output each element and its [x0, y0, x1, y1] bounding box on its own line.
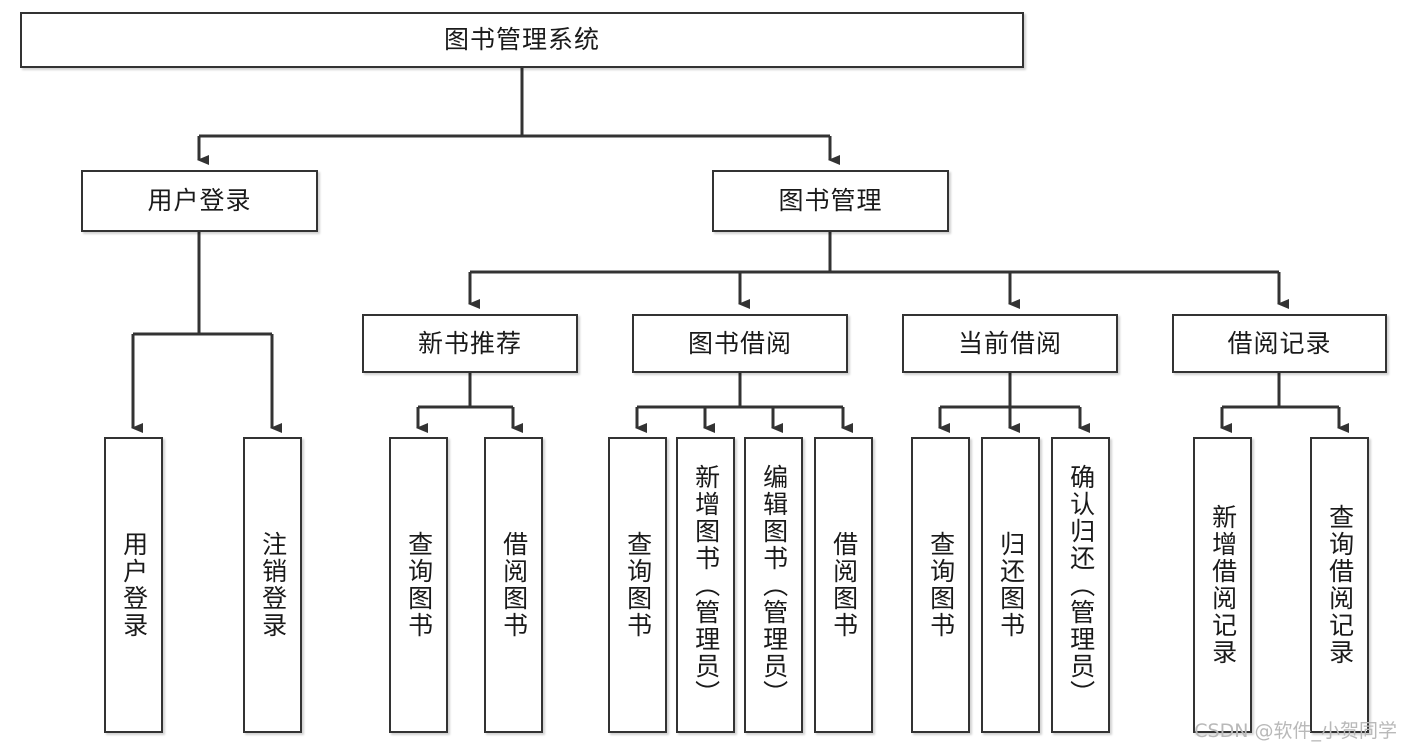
- node-new-book-rec[interactable]: 新书推荐: [362, 314, 578, 373]
- node-leaf-query-record-label: 查询借阅记录: [1325, 504, 1355, 666]
- node-leaf-query-book-borrow[interactable]: 查询图书: [608, 437, 667, 733]
- node-leaf-confirm-return-label: 确认归还（管理员）: [1066, 463, 1096, 707]
- node-borrow-record[interactable]: 借阅记录: [1172, 314, 1387, 373]
- node-leaf-query-book-rec[interactable]: 查询图书: [389, 437, 448, 733]
- node-leaf-query-book-current[interactable]: 查询图书: [911, 437, 970, 733]
- node-leaf-borrow-book-rec-label: 借阅图书: [499, 531, 529, 639]
- node-user-login[interactable]: 用户登录: [81, 170, 318, 232]
- node-borrow-record-label: 借阅记录: [1227, 328, 1332, 358]
- node-leaf-user-login-label: 用户登录: [119, 531, 149, 639]
- node-new-book-rec-label: 新书推荐: [417, 328, 522, 358]
- node-book-borrow[interactable]: 图书借阅: [632, 314, 848, 373]
- node-leaf-logout-label: 注销登录: [258, 531, 288, 639]
- node-leaf-logout[interactable]: 注销登录: [243, 437, 302, 733]
- node-book-manage[interactable]: 图书管理: [712, 170, 949, 232]
- node-leaf-confirm-return[interactable]: 确认归还（管理员）: [1051, 437, 1110, 733]
- node-leaf-edit-book-label: 编辑图书（管理员）: [759, 463, 789, 707]
- node-root[interactable]: 图书管理系统: [20, 12, 1024, 68]
- node-leaf-add-book[interactable]: 新增图书（管理员）: [676, 437, 735, 733]
- node-leaf-add-book-label: 新增图书（管理员）: [691, 463, 721, 707]
- node-leaf-borrow-book-label: 借阅图书: [829, 531, 859, 639]
- node-leaf-query-book-rec-label: 查询图书: [404, 531, 434, 639]
- node-leaf-return-book-label: 归还图书: [996, 531, 1026, 639]
- node-current-borrow[interactable]: 当前借阅: [902, 314, 1118, 373]
- node-leaf-borrow-book[interactable]: 借阅图书: [814, 437, 873, 733]
- node-user-login-label: 用户登录: [147, 186, 252, 215]
- node-leaf-add-record[interactable]: 新增借阅记录: [1193, 437, 1252, 733]
- node-root-label: 图书管理系统: [443, 25, 600, 54]
- node-leaf-query-book-borrow-label: 查询图书: [623, 531, 653, 639]
- node-leaf-borrow-book-rec[interactable]: 借阅图书: [484, 437, 543, 733]
- node-leaf-add-record-label: 新增借阅记录: [1208, 504, 1238, 666]
- node-book-manage-label: 图书管理: [778, 186, 883, 215]
- node-leaf-edit-book[interactable]: 编辑图书（管理员）: [744, 437, 803, 733]
- node-leaf-query-record[interactable]: 查询借阅记录: [1310, 437, 1369, 733]
- node-book-borrow-label: 图书借阅: [687, 328, 792, 358]
- node-leaf-query-book-current-label: 查询图书: [926, 531, 956, 639]
- node-leaf-user-login[interactable]: 用户登录: [104, 437, 163, 733]
- node-leaf-return-book[interactable]: 归还图书: [981, 437, 1040, 733]
- node-current-borrow-label: 当前借阅: [957, 328, 1062, 358]
